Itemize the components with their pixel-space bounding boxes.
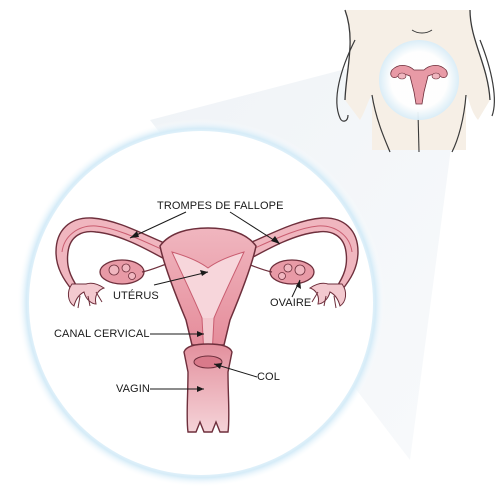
label-col: COL bbox=[257, 371, 280, 383]
label-vagin: VAGIN bbox=[116, 383, 150, 395]
label-ovaire: OVAIRE bbox=[270, 297, 311, 309]
label-uterus: UTÉRUS bbox=[113, 290, 159, 302]
label-trompes-de-fallope: TROMPES DE FALLOPE bbox=[157, 200, 284, 212]
label-canal-cervical: CANAL CERVICAL bbox=[54, 328, 150, 340]
